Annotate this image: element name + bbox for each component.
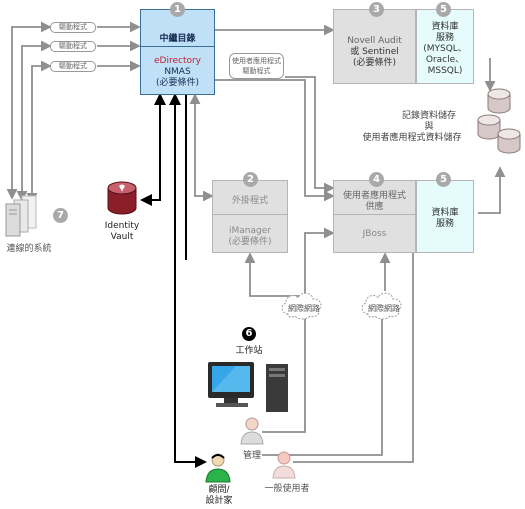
db-top-line2: 服務 — [435, 33, 454, 43]
storage-line3: 使用者應用程式資料儲存 — [362, 133, 462, 143]
storage-line2: 與 — [424, 122, 434, 132]
userapp-jboss: JBoss — [362, 229, 387, 239]
servers-icon — [5, 195, 37, 237]
central-nmas: NMAS — [164, 67, 191, 77]
driver-pill-2: 驅動程式 — [50, 41, 96, 52]
consultant-line1: 顧問/ — [208, 485, 230, 495]
badge-5-mid: 5 — [436, 172, 451, 187]
admin-label: 管理 — [242, 451, 261, 461]
storage-line1: 記錄資料儲存 — [401, 111, 456, 121]
consultant-line2: 設計家 — [205, 496, 233, 506]
db-mid-line1: 資料庫 — [431, 208, 459, 218]
database-service-mid-box: 資料庫 服務 — [416, 180, 474, 253]
ua-driver-line2: 驅動程式 — [242, 67, 271, 75]
audit-line3: (必要條件) — [352, 58, 397, 68]
audit-line2: 或 Sentinel — [350, 47, 399, 57]
connected-systems-label: 連線的系統 — [6, 244, 52, 254]
badge-1: 1 — [170, 2, 185, 17]
end-user-icon — [272, 451, 296, 479]
central-edirectory: eDirectory — [153, 56, 202, 66]
badge-6: 6 — [242, 327, 256, 341]
vault-line1: Identity — [104, 221, 140, 231]
internet-label-right: 網際網路 — [368, 304, 400, 313]
driver-pill-3: 驅動程式 — [50, 61, 96, 72]
plugin-divider — [213, 214, 287, 215]
userapp-box: 使用者應用程式 供應 JBoss — [333, 180, 416, 253]
consultant-user-icon — [205, 453, 231, 483]
audit-line1: Novell Audit — [347, 36, 402, 46]
badge-7: 7 — [53, 208, 68, 223]
badge-3: 3 — [369, 2, 384, 17]
central-title: 中繼目錄 — [159, 34, 196, 44]
central-required: (必要條件) — [155, 78, 200, 88]
badge-4: 4 — [369, 172, 384, 187]
plugin-required: (必要條件) — [228, 237, 272, 247]
vault-line2: Vault — [110, 232, 134, 242]
badge-2: 2 — [243, 172, 258, 187]
admin-user-icon — [240, 417, 264, 445]
cloud-icon-left — [281, 292, 322, 320]
plugin-top: 外掛程式 — [231, 196, 268, 206]
driver-pill-1: 驅動程式 — [50, 22, 96, 33]
workstation-icon — [208, 362, 288, 412]
db-top-line3: (MYSQL、 — [423, 44, 467, 54]
db-mid-line2: 服務 — [435, 219, 454, 229]
userapp-top2: 供應 — [365, 202, 384, 212]
db-top-line5: MSSQL) — [427, 66, 463, 76]
internet-label-left: 網際網路 — [288, 304, 320, 313]
database-service-top-box: 資料庫 服務 (MYSQL、 Oracle、 MSSQL) — [416, 9, 474, 84]
identity-vault-icon — [107, 181, 137, 215]
db-top-line4: Oracle、 — [425, 55, 465, 65]
cloud-icon-right — [361, 292, 402, 320]
database-cylinders-icon — [477, 88, 521, 154]
userapp-divider — [334, 214, 415, 215]
plugin-box: 外掛程式 iManager (必要條件) — [212, 180, 288, 253]
userapp-top1: 使用者應用程式 — [342, 191, 406, 201]
ua-driver-line1: 使用者應用程式 — [232, 57, 281, 65]
end-user-label: 一般使用者 — [264, 484, 310, 494]
badge-5-top: 5 — [436, 2, 451, 17]
central-directory-box: 中繼目錄 eDirectory NMAS (必要條件) — [140, 9, 215, 95]
db-top-line1: 資料庫 — [431, 22, 459, 32]
workstation-label: 工作站 — [235, 346, 263, 356]
plugin-imanager: iManager — [229, 226, 271, 236]
ua-driver-pill: 使用者應用程式 驅動程式 — [229, 53, 284, 79]
central-divider — [141, 46, 214, 47]
audit-box: Novell Audit 或 Sentinel (必要條件) — [333, 9, 416, 84]
